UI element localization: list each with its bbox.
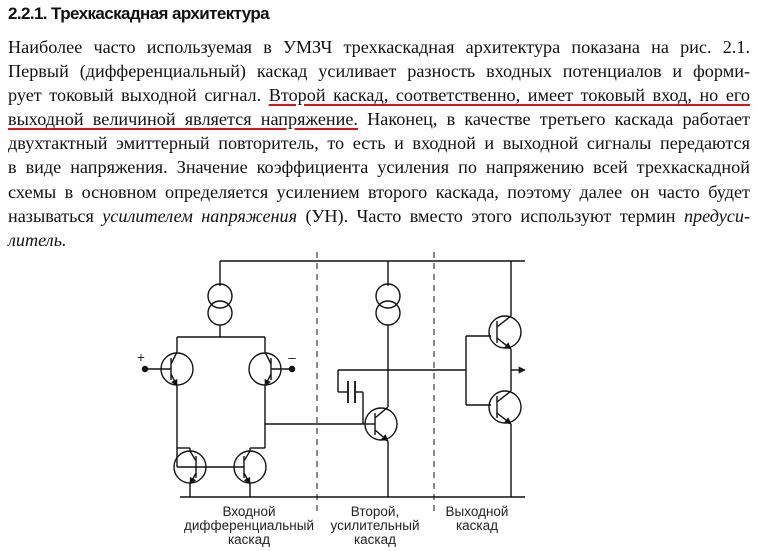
stage3-label-line2: каскад [456,518,498,533]
paragraph-line-7: схемы в основном определяется усилением … [8,181,750,202]
underlined-phrase: выходной величиной является напряжение. [8,109,358,130]
paragraph-line-9: литель. [8,228,750,252]
underlined-phrase: Второй каскад, соответственно, имеет ток… [268,85,750,106]
stage1-label-line2: дифференциальный [184,518,314,533]
paragraph-line-3: рует токовый выходной сигнал. Второй кас… [8,83,750,107]
stage1-label-line1: Входной [222,504,275,519]
stage2-label-line1: Второй, [351,504,399,519]
paragraph-text: называться [8,205,103,226]
term-preamplifier: предуси- [683,205,750,226]
paragraph-line-1: Наиболее часто используемая в УМЗЧ трехк… [8,37,750,57]
paragraph-text: рует токовый выходной сигнал. [8,85,269,106]
stage1-label-line3: каскад [228,532,270,547]
body-paragraph: Наиболее часто используемая в УМЗЧ трехк… [8,35,750,252]
stage3-label-line1: Выходной [446,504,509,519]
stage2-label-line3: каскад [354,532,396,547]
stage2-label-line2: усилительный [330,518,419,533]
input-plus-terminal [141,365,149,373]
three-stage-schematic: + – Входной дифференциальный каскад Втор… [137,252,526,547]
paragraph-text: Наконец, в качестве третьего каскада раб… [357,109,750,130]
input-plus-sign: + [137,350,145,365]
current-source-1 [207,283,233,309]
paragraph-line-6: в виде напряжения. Значение коэффициента… [8,157,750,178]
section-title: 2.2.1. Трехкаскадная архитектура [8,4,270,23]
transistor-q7 [488,390,522,425]
transistor-q6 [488,315,522,350]
current-source-2 [375,283,401,309]
term-voltage-amplifier: усилителем напряжения [102,205,298,226]
term-preamplifier-end: литель. [8,229,67,250]
paragraph-line-2: Первый (дифференциальный) каскад усилива… [8,61,750,82]
paragraph-text: (УН). Часто вместо этого используют терм… [297,205,684,226]
input-minus-sign: – [288,350,296,365]
input-minus-terminal [288,365,296,373]
paragraph-line-8: называться усилителем напряжения (УН). Ч… [8,204,750,228]
paragraph-line-5: двухтактный эмиттерный повторитель, то е… [8,133,750,154]
paragraph-line-4: выходной величиной является напряжение. … [8,107,750,131]
